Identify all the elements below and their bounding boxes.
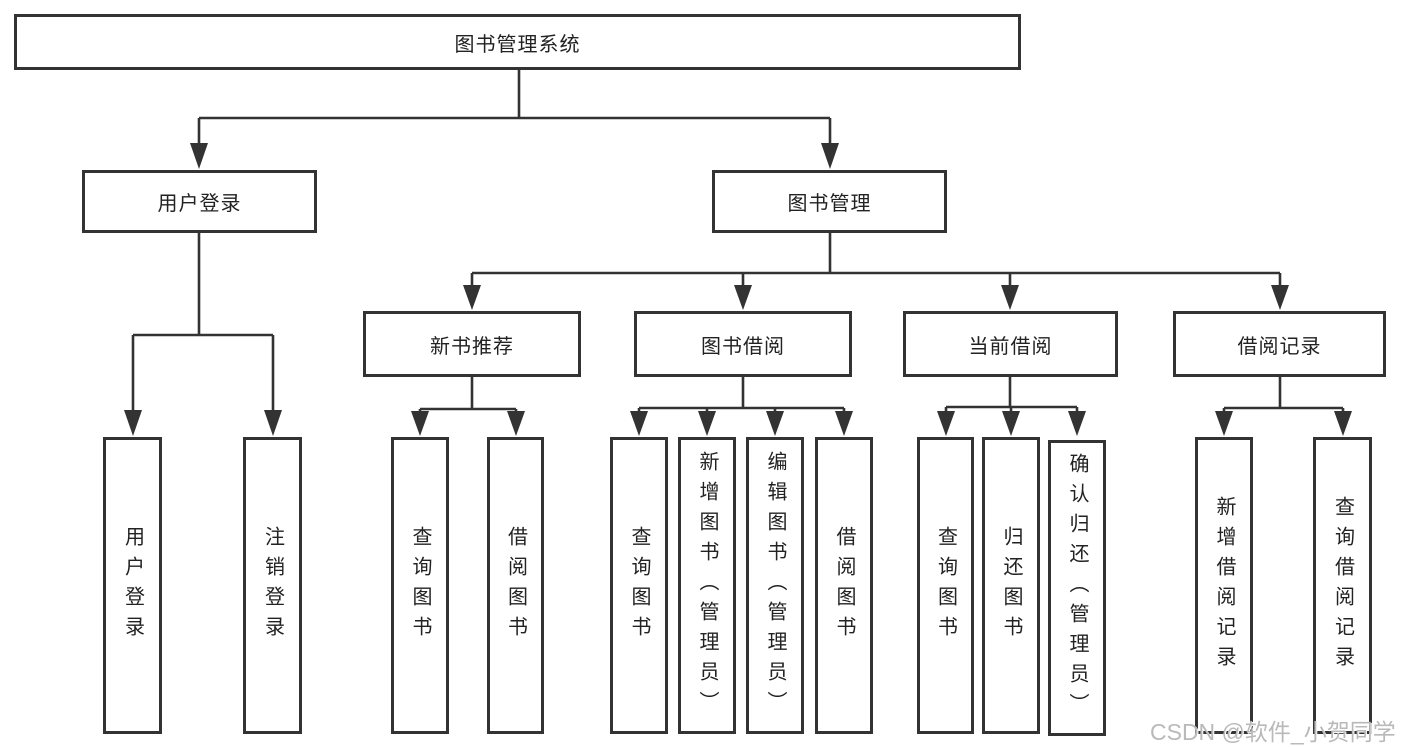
leaf-recommend-borrow-books: 借阅图书 [487, 437, 544, 734]
leaf-recommend-query-books: 查询图书 [391, 437, 449, 734]
node-new-book-recommendation: 新书推荐 [363, 311, 581, 377]
leaf-borrowing-add-books-admin: 新增图书（管理员） [678, 437, 736, 734]
leaf-borrowing-query-books: 查询图书 [610, 437, 668, 734]
connector-book-management-to-level3 [463, 233, 1289, 310]
connector-user-login-to-leaves [124, 233, 282, 436]
node-label: 新增图书（管理员） [696, 450, 718, 721]
node-book-borrowing: 图书借阅 [634, 311, 852, 377]
connector-borrowing-to-leaves [630, 377, 853, 436]
node-label: 当前借阅 [968, 335, 1053, 358]
node-label: 用户登录 [157, 193, 242, 215]
leaf-current-query-books: 查询图书 [917, 437, 974, 734]
leaf-records-query-record: 查询借阅记录 [1313, 437, 1372, 734]
connector-records-to-leaves [1215, 377, 1352, 436]
node-label: 借阅图书 [504, 525, 527, 646]
node-label: 查询借阅记录 [1331, 495, 1354, 676]
leaf-current-return-books: 归还图书 [982, 437, 1040, 734]
node-label: 确认归还（管理员） [1066, 453, 1088, 723]
node-current-borrowing: 当前借阅 [903, 311, 1118, 377]
node-label: 查询图书 [409, 525, 431, 646]
leaf-borrowing-borrow-books: 借阅图书 [815, 437, 873, 734]
leaf-borrowing-edit-books-admin: 编辑图书（管理员） [746, 437, 804, 734]
node-label: 新书推荐 [430, 335, 514, 358]
node-label: 新增借阅记录 [1213, 495, 1235, 676]
csdn-watermark: CSDN @软件_小贺同学 [1150, 719, 1396, 745]
node-label: 查询图书 [934, 525, 957, 646]
leaf-logout: 注销登录 [243, 437, 302, 734]
connector-root-to-level2 [190, 70, 839, 169]
node-label: 借阅图书 [833, 525, 855, 646]
node-label: 查询图书 [628, 525, 650, 646]
leaf-user-login: 用户登录 [103, 437, 162, 734]
node-label: 图书管理 [787, 193, 872, 215]
node-label: 图书借阅 [701, 335, 785, 358]
node-label: 编辑图书（管理员） [764, 450, 786, 721]
connector-current-borrowing-to-leaves [937, 377, 1086, 436]
node-borrowing-records: 借阅记录 [1173, 311, 1386, 377]
node-label: 用户登录 [121, 525, 144, 646]
node-book-management: 图书管理 [712, 170, 947, 233]
leaf-records-add-record: 新增借阅记录 [1195, 437, 1253, 734]
node-label: 注销登录 [261, 525, 284, 646]
node-label: 图书管理系统 [454, 33, 581, 56]
node-library-management-system: 图书管理系统 [14, 14, 1021, 70]
connector-recommendation-to-leaves [411, 377, 525, 436]
node-user-login: 用户登录 [82, 170, 317, 233]
leaf-current-confirm-return-admin: 确认归还（管理员） [1048, 440, 1106, 736]
node-label: 借阅记录 [1237, 335, 1322, 358]
node-label: 归还图书 [1000, 525, 1022, 646]
